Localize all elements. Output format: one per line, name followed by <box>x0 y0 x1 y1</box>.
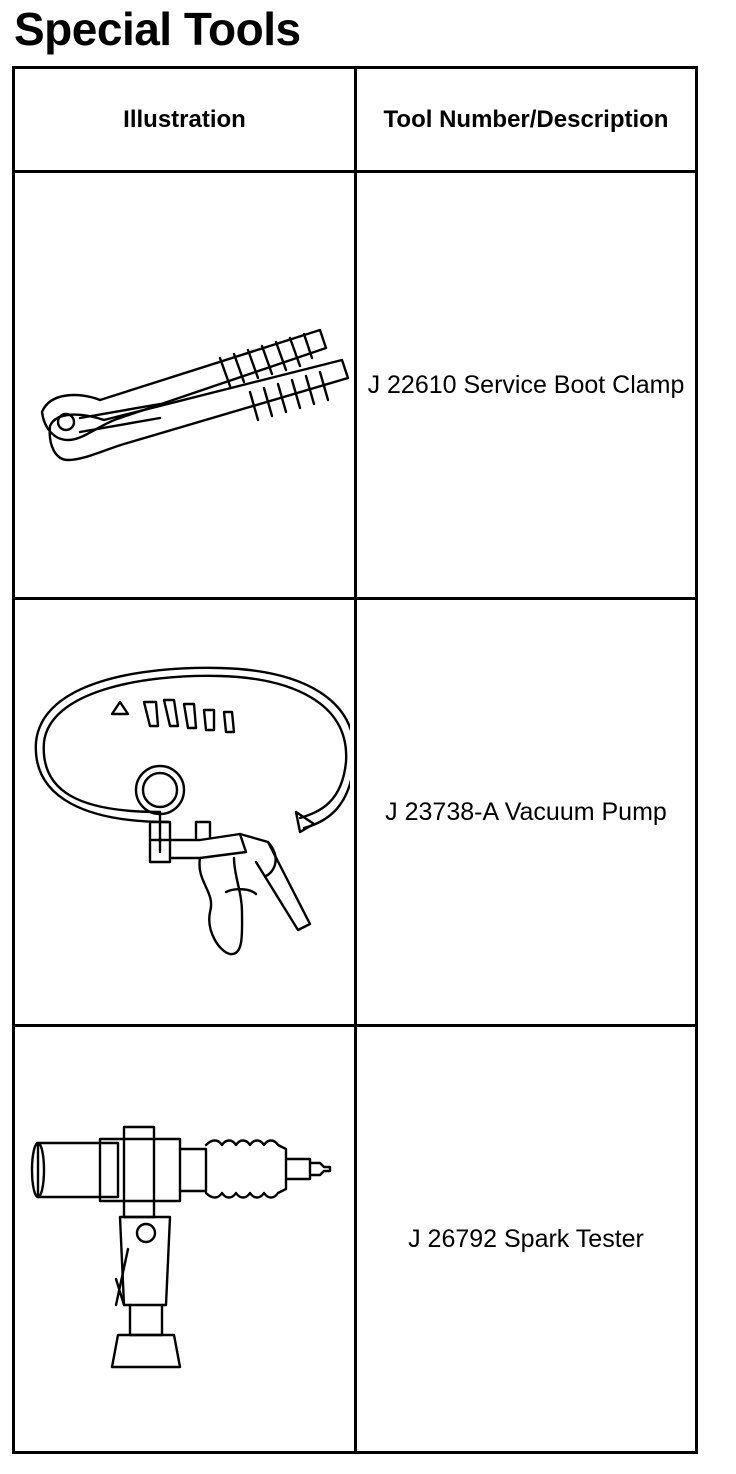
header-tool-description: Tool Number/Description <box>354 66 698 173</box>
service-boot-clamp-pliers-icon <box>40 328 349 462</box>
table-row: J 23738-A Vacuum Pump <box>12 597 698 1027</box>
vacuum-pump-icon <box>34 666 350 956</box>
tool-description: J 22610 Service Boot Clamp <box>354 170 698 600</box>
page-title: Special Tools <box>14 3 301 55</box>
header-illustration: Illustration <box>12 66 357 173</box>
tool-description: J 26792 Spark Tester <box>354 1024 698 1454</box>
illustration-cell <box>12 597 357 1027</box>
illustration-cell <box>12 1024 357 1454</box>
special-tools-table: Illustration Tool Number/Description J 2… <box>12 66 698 1454</box>
illustration-cell <box>12 170 357 600</box>
table-row: J 22610 Service Boot Clamp <box>12 170 698 600</box>
tool-description: J 23738-A Vacuum Pump <box>354 597 698 1027</box>
table-row: J 26792 Spark Tester <box>12 1024 698 1454</box>
spark-tester-icon <box>30 1125 331 1369</box>
table-header-row: Illustration Tool Number/Description <box>12 66 698 173</box>
